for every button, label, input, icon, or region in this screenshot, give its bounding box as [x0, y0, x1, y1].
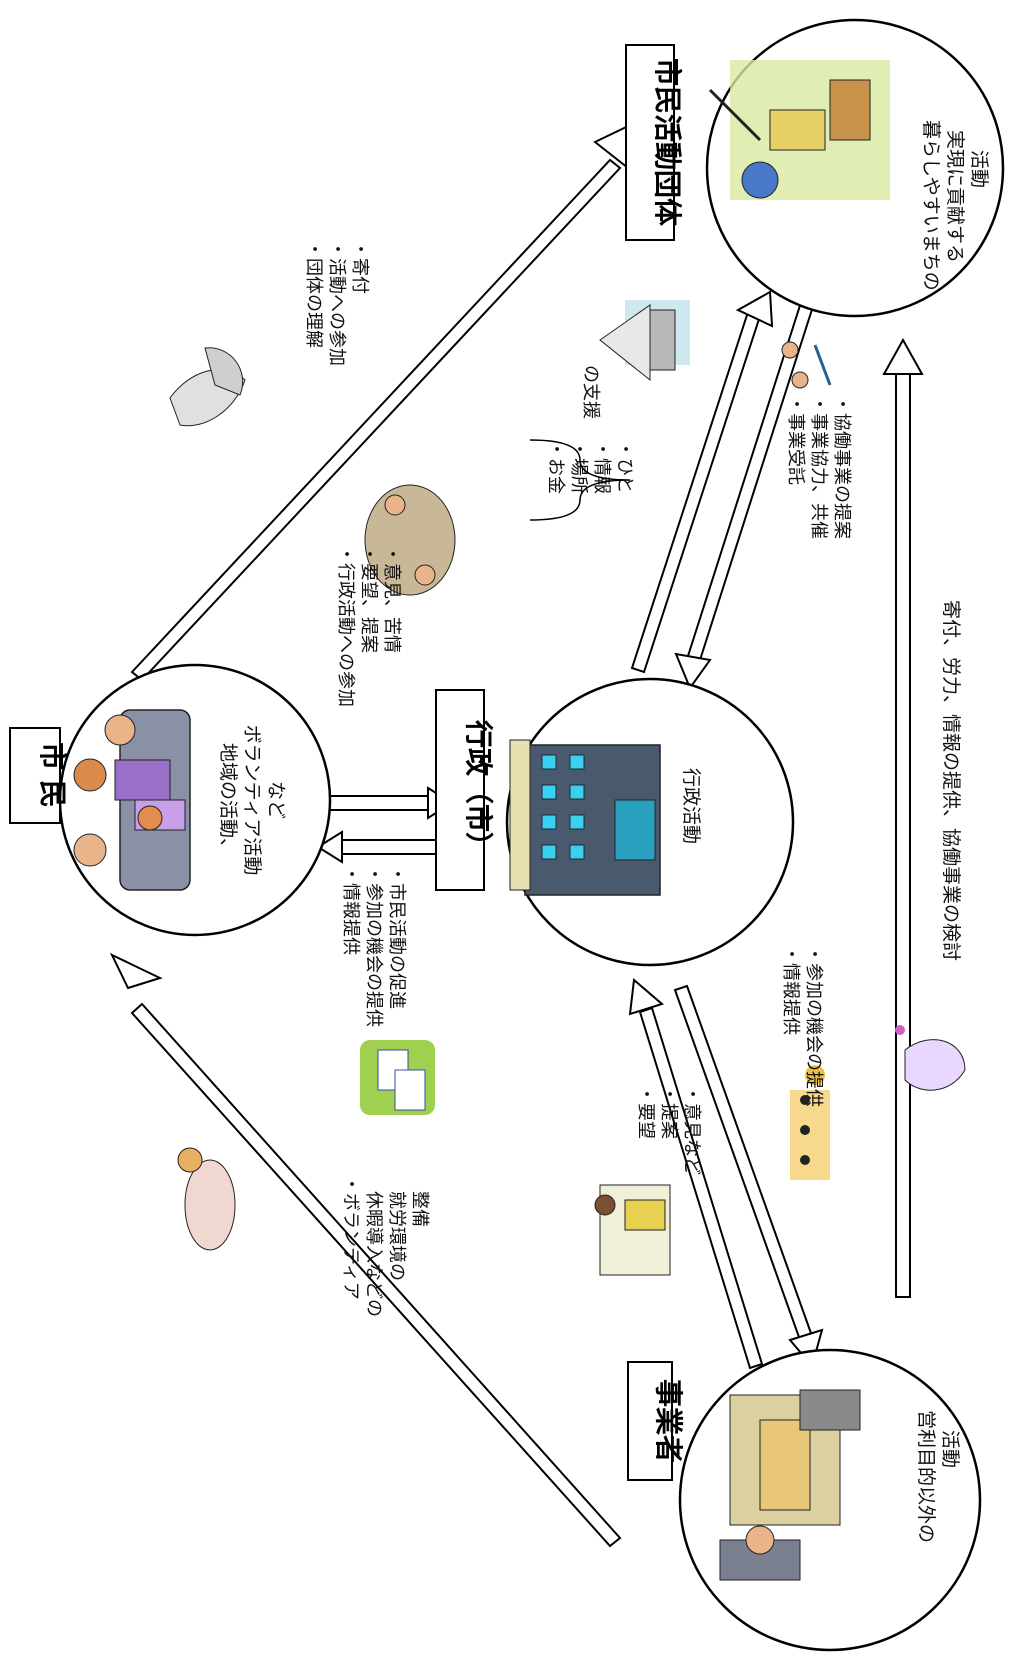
person-desk-illustration [594, 1184, 671, 1276]
hands-illustration [895, 1025, 966, 1091]
arrow-jigyosha-to-dantai [882, 337, 924, 1298]
activity-shimin-line-2: ボランティア活動 [241, 725, 263, 876]
title-box-gyosei: 行政（市） [435, 689, 495, 891]
flow-shimin-to-gyosei-line-1: ・行政活動への参加 [335, 545, 356, 707]
flow-jigyosha-to-shimin-line-2: 休暇導入などの [363, 1191, 384, 1317]
flow-gyosei-to-jigyosha-line-1: ・情報提供 [780, 945, 801, 1035]
activity-shimin: 地域の活動、 ボランティア活動 など [217, 725, 287, 876]
worker-illustration [177, 1147, 236, 1251]
arrow-gyosei-to-shimin [316, 830, 446, 864]
title-gyosei: 行政（市） [462, 719, 495, 860]
activity-gyosei-line-1: 行政活動 [680, 768, 702, 844]
flow-jigyosha-to-shimin-line-3: 就労環境の [386, 1191, 407, 1281]
flow-gyosei-to-dantai-item-3: ・情報 [591, 440, 612, 494]
city-hall-illustration [509, 739, 661, 896]
node-shimin-circle [58, 663, 332, 937]
handshake-illustration [169, 347, 246, 427]
title-box-dantai: 市民活動団体 [625, 44, 684, 241]
flow-shimin-to-gyosei-line-2: ・要望、提案 [358, 545, 379, 653]
flow-shimin-to-gyosei-line-3: ・意見、苦情 [381, 545, 402, 653]
arrow-jigyosha-to-gyosei [628, 978, 764, 1370]
flow-jigyosha-to-gyosei-line-3: ・意見など [681, 1085, 702, 1175]
flow-jigyosha-to-gyosei-line-1: ・要望 [635, 1085, 656, 1139]
business-illustration [719, 1389, 861, 1581]
activity-dantai: 暮らしやすいまちの 実現に貢献する 活動 [920, 120, 990, 291]
volunteers-illustration [708, 60, 890, 200]
title-dantai: 市民活動団体 [651, 58, 684, 227]
title-shimin: 市 民 [36, 742, 69, 808]
flow-dantai-to-gyosei-line-3: ・協働事業の提案 [831, 395, 852, 539]
citizens-illustration [73, 709, 191, 891]
flow-shimin-to-gyosei: ・行政活動への参加 ・要望、提案 ・意見、苦情 [335, 545, 402, 707]
people-talking-illustration [781, 341, 832, 389]
title-box-jigyosha: 事業者 [627, 1361, 685, 1481]
activity-shimin-line-1: 地域の活動、 [217, 743, 239, 857]
flow-gyosei-to-dantai-item-4: ・ひと [614, 440, 635, 493]
flow-gyosei-to-dantai-item-1: ・お金 [545, 440, 566, 494]
documents-illustration [360, 1040, 435, 1115]
flow-jigyosha-to-dantai: 寄付、労力、情報の提供、協働事業の検討 [940, 600, 962, 961]
flow-support-suffix-text: の支援 [580, 365, 601, 419]
activity-dantai-line-2: 実現に貢献する [944, 130, 966, 263]
support-brace [529, 439, 631, 521]
flow-jigyosha-to-shimin-line-4: 整備 [409, 1191, 430, 1227]
flow-jigyosha-to-gyosei: ・要望 ・提案 ・意見など [635, 1085, 702, 1175]
arrow-jigyosha-to-shimin [109, 952, 622, 1548]
title-box-shimin: 市 民 [9, 727, 69, 824]
arrow-gyosei-to-dantai [630, 290, 774, 674]
flow-jigyosha-to-gyosei-line-2: ・提案 [658, 1085, 679, 1139]
temple-support-illustration [599, 300, 690, 382]
flow-dantai-to-gyosei-line-1: ・事業受託 [785, 395, 806, 485]
key-people-illustration [790, 1065, 830, 1180]
flow-jigyosha-to-shimin-line-1: ・ボランティア [340, 1175, 361, 1300]
flow-gyosei-to-jigyosha-line-2: ・参加の機会の提供 [803, 945, 824, 1107]
flow-gyosei-to-shimin-line-2: ・参加の機会の提供 [363, 865, 384, 1027]
flow-jigyosha-to-dantai-text: 寄付、労力、情報の提供、協働事業の検討 [940, 600, 962, 961]
flow-dantai-to-gyosei: ・事業受託 ・事業協力、共催 ・協働事業の提案 [785, 395, 852, 539]
flow-gyosei-to-jigyosha: ・情報提供 ・参加の機会の提供 [780, 945, 824, 1107]
flow-shimin-to-dantai-line-2: ・活動への参加 [326, 240, 347, 366]
flow-gyosei-to-dantai-item-2: ・場所 [568, 440, 589, 494]
activity-jigyosha-line-1: 営利目的以外の [915, 1410, 937, 1543]
flow-gyosei-to-dantai: ・お金 ・場所 ・情報 ・ひと [545, 440, 635, 494]
activity-jigyosha: 営利目的以外の 活動 [915, 1410, 961, 1543]
activity-dantai-line-3: 活動 [968, 150, 990, 188]
flow-shimin-to-dantai-line-3: ・寄付 [349, 240, 370, 294]
flow-shimin-to-dantai: ・団体の理解 ・活動への参加 ・寄付 [303, 240, 370, 366]
flow-gyosei-to-shimin: ・情報提供 ・参加の機会の提供 ・市民活動の促進 [340, 865, 407, 1027]
flow-gyosei-to-shimin-line-3: ・市民活動の促進 [386, 865, 407, 1009]
title-jigyosha: 事業者 [652, 1379, 685, 1463]
activity-shimin-line-3: など [265, 781, 287, 819]
flow-dantai-to-gyosei-line-2: ・事業協力、共催 [808, 395, 829, 539]
flow-gyosei-to-shimin-line-1: ・情報提供 [340, 865, 361, 955]
activity-dantai-line-1: 暮らしやすいまちの [920, 120, 942, 291]
flow-support-suffix: の支援 [580, 365, 601, 419]
arrow-shimin-to-gyosei [317, 786, 454, 820]
flow-shimin-to-dantai-line-1: ・団体の理解 [303, 240, 324, 348]
activity-jigyosha-line-2: 活動 [939, 1430, 961, 1468]
flow-jigyosha-to-shimin: ・ボランティア 休暇導入などの 就労環境の 整備 [340, 1175, 430, 1317]
meeting-illustration [364, 484, 456, 596]
activity-gyosei: 行政活動 [680, 768, 702, 844]
